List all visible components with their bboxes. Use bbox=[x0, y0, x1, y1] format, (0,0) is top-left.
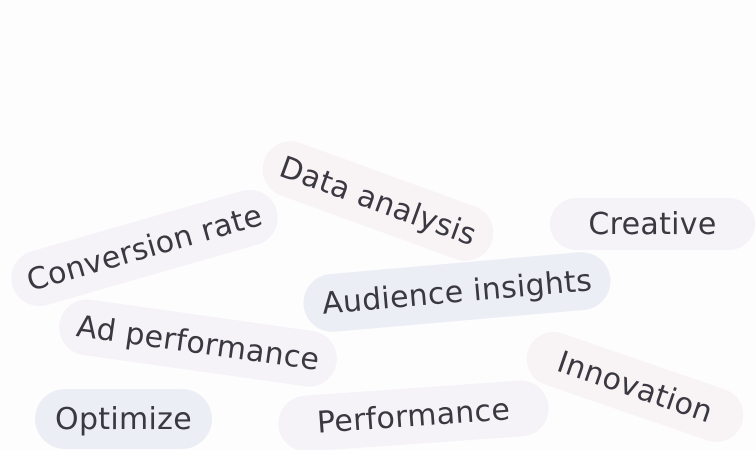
tag-label: Creative bbox=[588, 206, 717, 242]
tag-optimize: Optimize bbox=[35, 389, 212, 449]
tag-label: Ad performance bbox=[74, 308, 322, 378]
tag-audience-insights: Audience insights bbox=[301, 249, 613, 335]
tag-label: Data analysis bbox=[274, 149, 482, 253]
tag-data-analysis: Data analysis bbox=[254, 133, 502, 269]
tag-label: Conversion rate bbox=[22, 197, 267, 299]
tag-innovation: Innovation bbox=[519, 324, 751, 450]
tag-label: Performance bbox=[315, 391, 512, 441]
tag-label: Optimize bbox=[55, 401, 192, 437]
tag-creative: Creative bbox=[550, 198, 755, 250]
tag-performance: Performance bbox=[276, 378, 551, 450]
tag-conversion-rate: Conversion rate bbox=[4, 183, 285, 313]
tag-label: Innovation bbox=[552, 344, 718, 430]
tag-label: Audience insights bbox=[320, 262, 594, 322]
tag-ad-performance: Ad performance bbox=[55, 295, 341, 391]
